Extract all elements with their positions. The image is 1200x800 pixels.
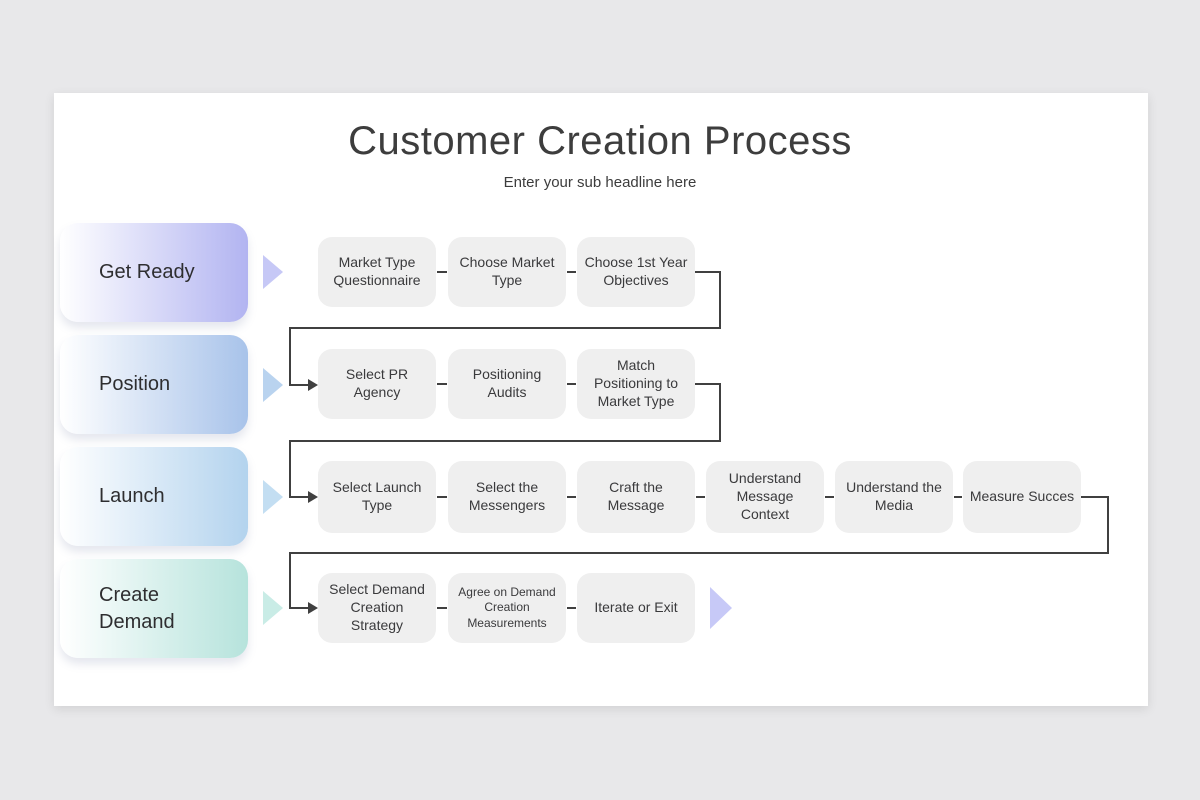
step-box: Select Demand Creation Strategy (318, 573, 436, 643)
step-box: Select Launch Type (318, 461, 436, 533)
step-box: Craft the Message (577, 461, 695, 533)
step-box: Select PR Agency (318, 349, 436, 419)
stage-label-position: Position (60, 335, 248, 434)
step-box: Understand Message Context (706, 461, 824, 533)
step-box: Positioning Audits (448, 349, 566, 419)
step-box: Understand the Media (835, 461, 953, 533)
page-subtitle: Enter your sub headline here (503, 174, 697, 191)
step-box: Market Type Questionnaire (318, 237, 436, 307)
step-box: Match Positioning to Market Type (577, 349, 695, 419)
step-box: Iterate or Exit (577, 573, 695, 643)
flow-end-arrow-icon (710, 587, 732, 629)
stage-arrow-icon (263, 591, 283, 625)
step-box: Choose Market Type (448, 237, 566, 307)
stage-label-launch: Launch (60, 447, 248, 546)
stage-arrow-icon (263, 368, 283, 402)
page-title: Customer Creation Process (348, 119, 852, 163)
stage-label-get-ready: Get Ready (60, 223, 248, 322)
stage-arrow-icon (263, 255, 283, 289)
step-box: Measure Succes (963, 461, 1081, 533)
stage-arrow-icon (263, 480, 283, 514)
step-box: Agree on Demand Creation Measurements (448, 573, 566, 643)
step-box: Choose 1st Year Objectives (577, 237, 695, 307)
step-box: Select the Messengers (448, 461, 566, 533)
stage-label-create-demand: Create Demand (60, 559, 248, 658)
